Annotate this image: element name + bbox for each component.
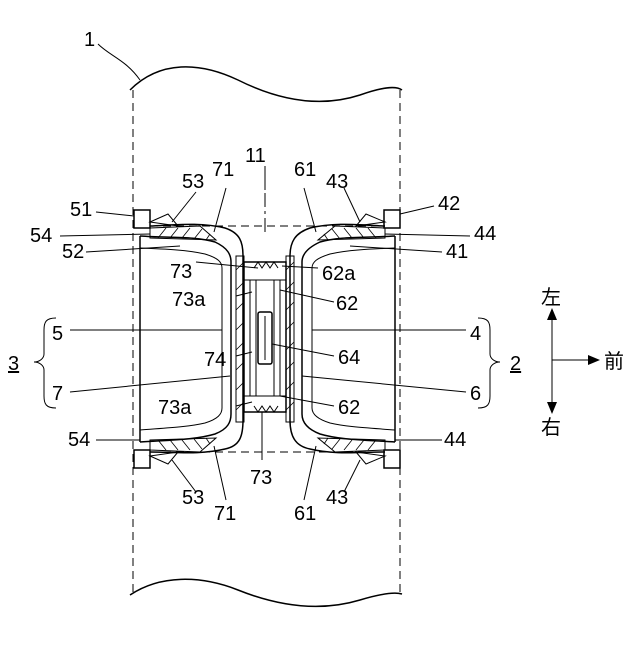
compass-front-label: 前 <box>604 350 624 373</box>
label-r44-bot: 44 <box>444 429 466 451</box>
label-r61-bot: 61 <box>294 503 316 525</box>
arrow-front-head <box>588 355 600 365</box>
weld-43-bottom <box>356 452 385 464</box>
hatch-44-bottom <box>318 438 385 452</box>
reference-numerals: 1 11 53 71 61 43 51 42 54 44 52 41 73 62… <box>8 29 521 525</box>
label-l73-top: 73 <box>170 261 192 283</box>
hatch-54-bottom <box>150 438 216 452</box>
plate-73-left <box>250 280 256 396</box>
arrow-up-head <box>547 308 557 320</box>
label-l71-top: 71 <box>212 159 234 181</box>
leader-lines <box>60 44 470 500</box>
label-r43-top: 43 <box>326 171 348 193</box>
frame-1 <box>130 67 402 606</box>
label-l51: 51 <box>70 199 92 221</box>
label-l73a-bot: 73a <box>158 397 192 419</box>
fastener-top <box>254 262 278 268</box>
hatch-44-top <box>318 226 385 240</box>
label-r62a: 62a <box>322 263 356 285</box>
plate-62-right <box>274 280 280 396</box>
brace-2 <box>478 318 500 408</box>
label-r42: 42 <box>438 193 460 215</box>
label-l71-bot: 71 <box>214 503 236 525</box>
direction-compass <box>547 308 600 414</box>
label-front-inner: 7 <box>52 383 63 405</box>
label-l54-bot: 54 <box>68 429 90 451</box>
flange-42-bottom <box>384 450 400 468</box>
label-assembly-right: 2 <box>510 353 521 375</box>
label-l53-top: 53 <box>182 171 204 193</box>
label-rear-part: 5 <box>52 323 63 345</box>
label-r43-bot: 43 <box>326 487 348 509</box>
center-joint <box>244 262 286 412</box>
label-rear-inner: 6 <box>470 383 481 405</box>
frame-top-break-line <box>130 67 402 101</box>
label-r62-top: 62 <box>336 293 358 315</box>
label-r44-top: 44 <box>474 223 496 245</box>
flange-51-top <box>134 210 150 228</box>
right-member <box>286 210 400 468</box>
compass-left-label: 左 <box>541 286 561 309</box>
left-member <box>134 210 244 468</box>
flange-51-bottom <box>134 450 150 468</box>
fastener-bottom <box>254 406 278 412</box>
label-front-part: 4 <box>470 323 481 345</box>
label-frame: 1 <box>84 29 95 51</box>
label-l53-bot: 53 <box>182 487 204 509</box>
label-center-axis: 11 <box>245 145 266 167</box>
arrow-down-head <box>547 402 557 414</box>
label-assembly-left: 3 <box>8 353 19 375</box>
flange-42-top <box>384 210 400 228</box>
label-r61-top: 61 <box>294 159 316 181</box>
compass-right-label: 右 <box>541 416 561 439</box>
label-l73-bot: 73 <box>250 467 272 489</box>
label-r64: 64 <box>338 347 360 369</box>
label-l54-top: 54 <box>30 225 52 247</box>
label-l74: 74 <box>204 349 226 371</box>
label-l73a-top: 73a <box>172 289 206 311</box>
label-r62-bot: 62 <box>338 397 360 419</box>
label-r41: 41 <box>446 241 468 263</box>
compass-labels: 左 右 前 <box>541 286 624 439</box>
frame-bottom-break-line <box>130 579 402 606</box>
label-l52: 52 <box>62 241 84 263</box>
